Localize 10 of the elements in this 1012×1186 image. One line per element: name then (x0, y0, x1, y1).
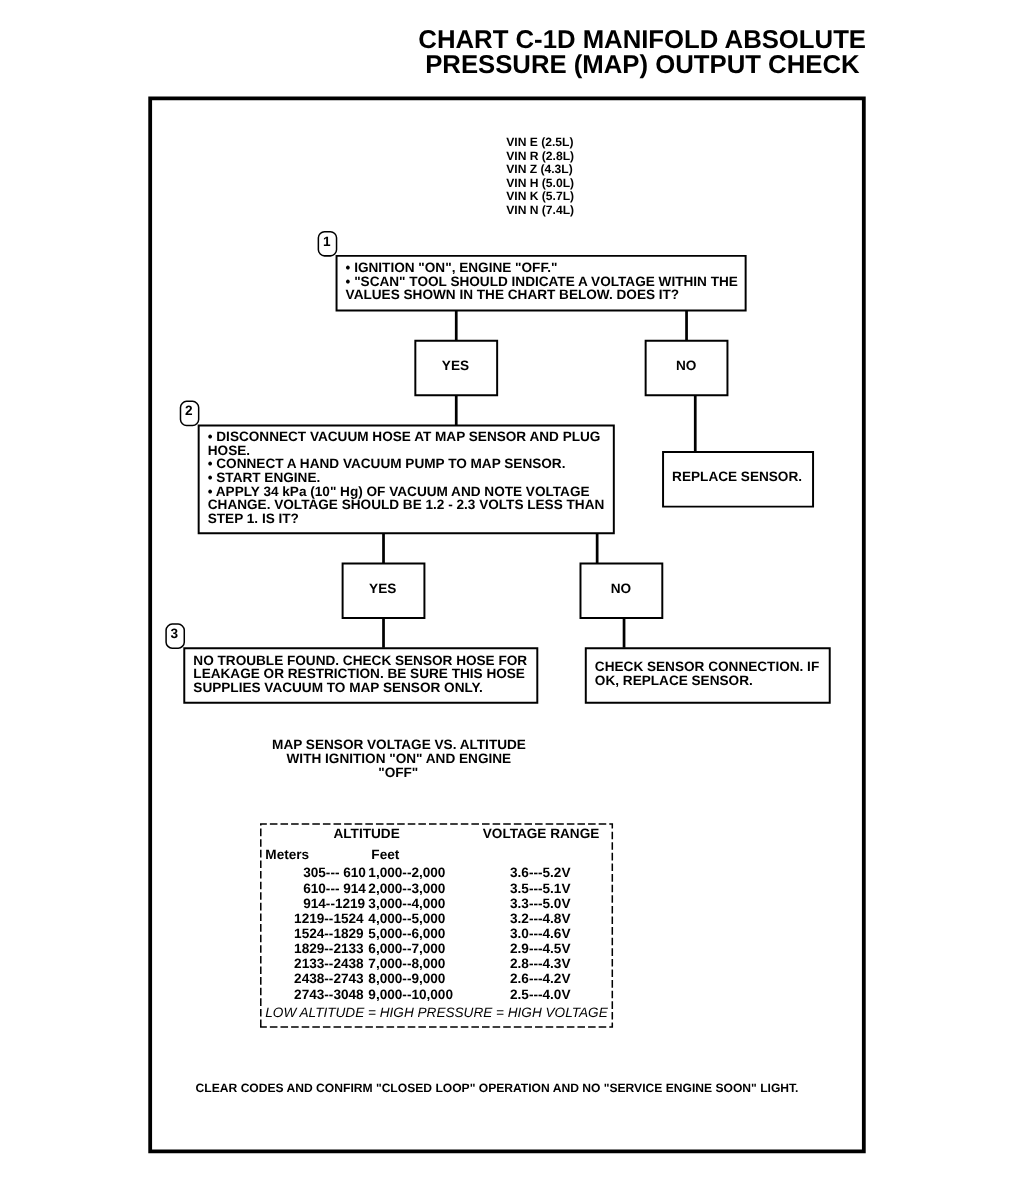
connector (453, 310, 457, 341)
diagram-title: CHART C-1D MANIFOLD ABSOLUTE PRESSURE (MAP) OUTPUT CHECK (417, 23, 866, 80)
connector (381, 533, 384, 564)
cluster (147, 96, 865, 1154)
connector (692, 395, 696, 452)
connector (684, 310, 687, 341)
connector (453, 395, 457, 426)
connector (621, 618, 625, 648)
connector (381, 618, 384, 648)
connector (594, 533, 598, 564)
